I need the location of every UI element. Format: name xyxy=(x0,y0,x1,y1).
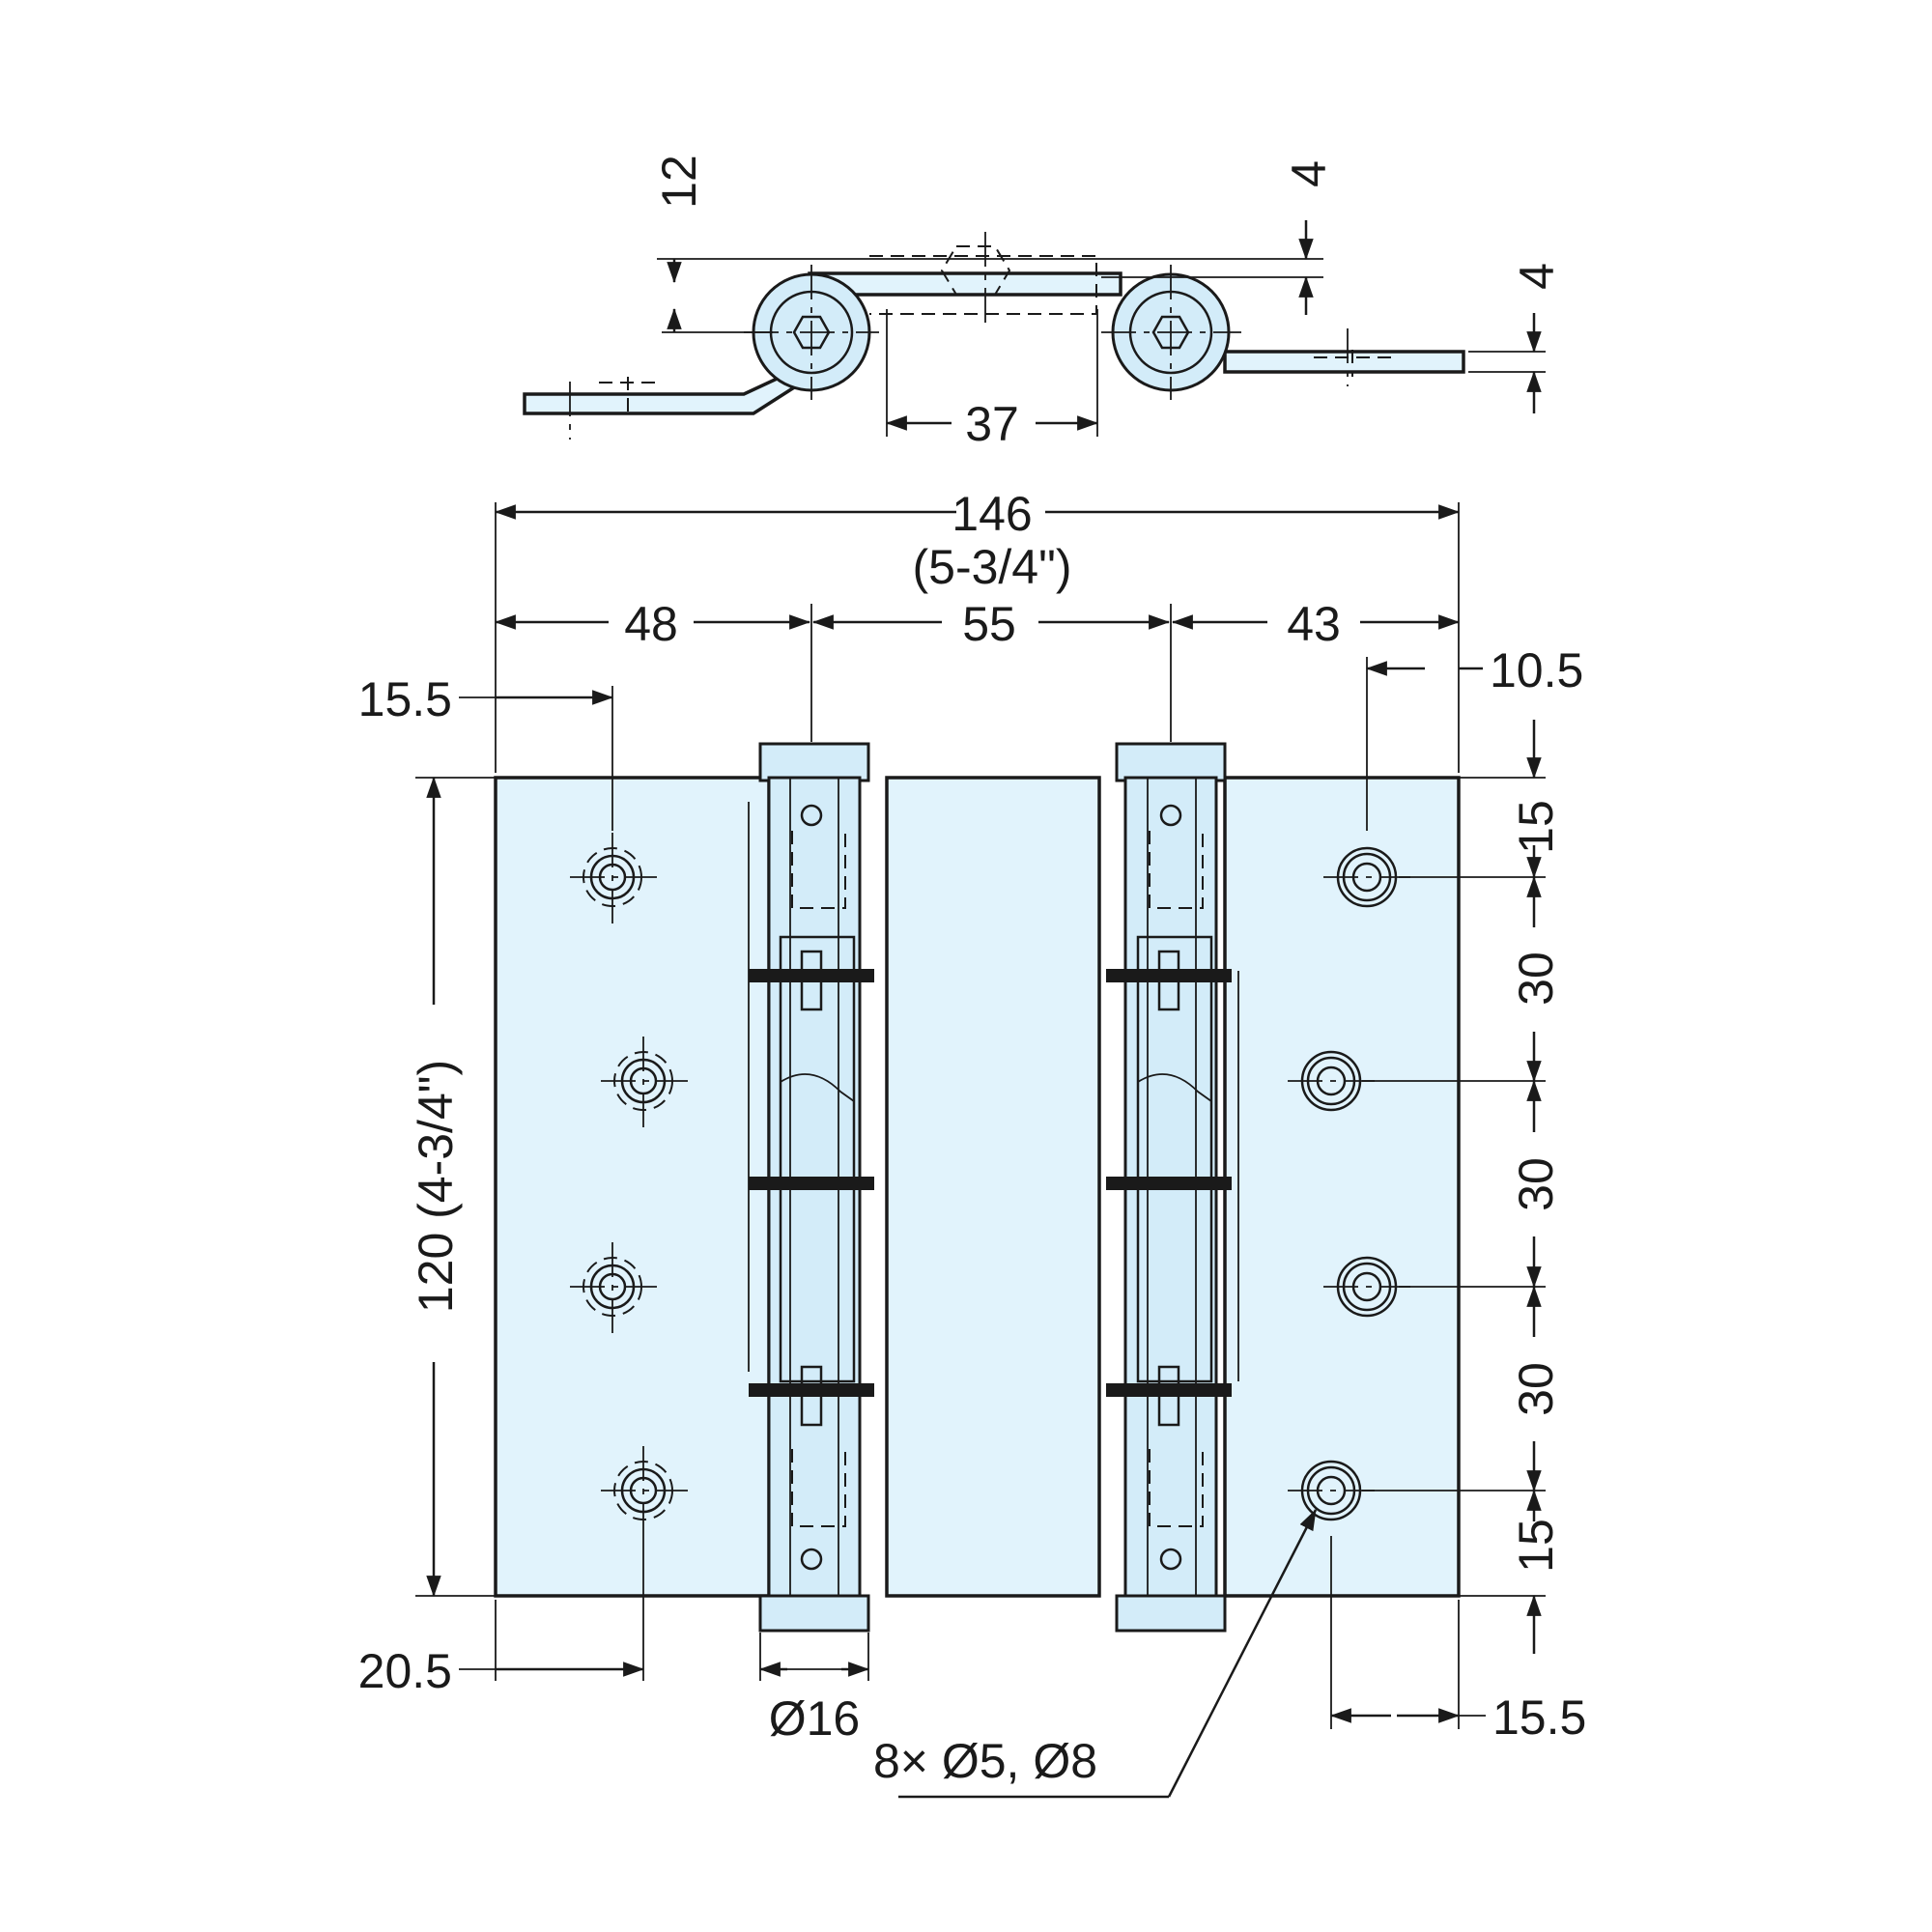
dim-left-hole-bottom-offset: 20.5 xyxy=(358,1644,452,1698)
dim-pitch-bottom: 15 xyxy=(1509,1519,1563,1573)
dim-top-4-a: 4 xyxy=(1282,160,1336,187)
left-holes xyxy=(570,833,688,1536)
dim-seg-left: 48 xyxy=(624,597,678,651)
hole-spec-label: 8× Ø5, Ø8 xyxy=(873,1734,1097,1788)
right-holes xyxy=(1288,846,1410,1521)
top-view-center-plate xyxy=(808,271,1122,297)
right-leaf xyxy=(1223,776,1461,1598)
dim-barrel-diameter: Ø16 xyxy=(769,1691,861,1746)
top-view: 12 4 4 37 xyxy=(523,155,1564,451)
dim-top-37: 37 xyxy=(965,397,1019,451)
right-barrel xyxy=(1098,742,1239,1633)
dim-overall-width-inch: (5-3/4") xyxy=(912,540,1071,594)
dim-top-12: 12 xyxy=(652,155,706,209)
dim-right-hole-bottom-offset: 15.5 xyxy=(1492,1690,1586,1745)
top-view-right-leaf xyxy=(1223,350,1465,374)
left-barrel xyxy=(748,742,888,1633)
top-view-left-leaf xyxy=(523,364,804,415)
middle-leaf xyxy=(885,776,1101,1598)
dim-pitch-3: 30 xyxy=(1509,1362,1563,1416)
dim-seg-middle: 55 xyxy=(962,597,1016,651)
dim-seg-right: 43 xyxy=(1287,597,1341,651)
dim-overall-height: 120 (4-3/4") xyxy=(409,1060,463,1313)
dim-pitch-top: 15 xyxy=(1509,800,1563,854)
dim-pitch-2: 30 xyxy=(1509,1157,1563,1211)
front-view: 146 (5-3/4") 48 55 43 15.5 10.5 120 (4-3… xyxy=(358,487,1586,1799)
dim-right-hole-top-offset: 10.5 xyxy=(1490,643,1583,697)
dim-top-4-b: 4 xyxy=(1510,263,1564,290)
dim-left-hole-top-offset: 15.5 xyxy=(358,672,452,726)
dim-overall-width: 146 xyxy=(952,487,1032,541)
dim-pitch-1: 30 xyxy=(1509,952,1563,1006)
